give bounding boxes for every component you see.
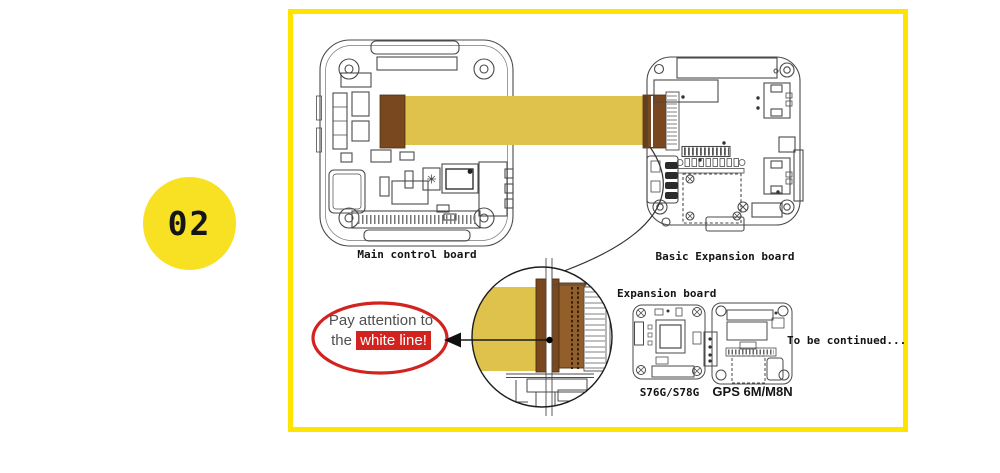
attention-annotation: Pay attention to the white line!	[316, 311, 446, 351]
step-number-text: 02	[167, 204, 212, 243]
annotation-line2-prefix: the	[331, 331, 357, 349]
basic-expansion-board-drawing	[646, 56, 804, 232]
s76g-board-drawing	[632, 304, 706, 380]
expansion-board-section-label: Expansion board	[617, 287, 717, 300]
annotation-line1: Pay attention to	[328, 312, 434, 329]
test-points	[681, 95, 780, 194]
ribbon-cable	[379, 91, 680, 151]
annotation-highlight: white line!	[356, 330, 431, 350]
magnifier-detail	[471, 258, 613, 416]
gps-board-label: GPS 6M/M8N	[712, 384, 793, 399]
screw-holes	[636, 307, 702, 376]
screw-cross	[737, 201, 749, 213]
diagram-frame	[288, 9, 908, 432]
connector-pin-comb	[665, 91, 680, 151]
magnifier-leader-line	[563, 146, 664, 272]
module-footprint	[682, 173, 742, 224]
annotation-arrow	[444, 332, 553, 348]
basic-expansion-board-label: Basic Expansion board	[655, 250, 795, 263]
magnifier-circle-outline	[471, 266, 613, 408]
ffc-connector-left	[379, 94, 406, 149]
gps-antenna-footprint	[731, 355, 766, 384]
main-control-board-drawing	[316, 39, 514, 247]
usb-pads	[665, 162, 678, 199]
white-line-mark	[651, 96, 653, 147]
corner-screws	[338, 58, 495, 229]
step-number-badge: 02	[143, 177, 236, 270]
to-be-continued-label: To be continued...	[787, 334, 907, 347]
gps-board-drawing	[703, 302, 793, 385]
pad-row	[676, 158, 746, 167]
main-board-label: Main control board	[357, 248, 477, 261]
s76g-board-label: S76G/S78G	[639, 386, 700, 399]
